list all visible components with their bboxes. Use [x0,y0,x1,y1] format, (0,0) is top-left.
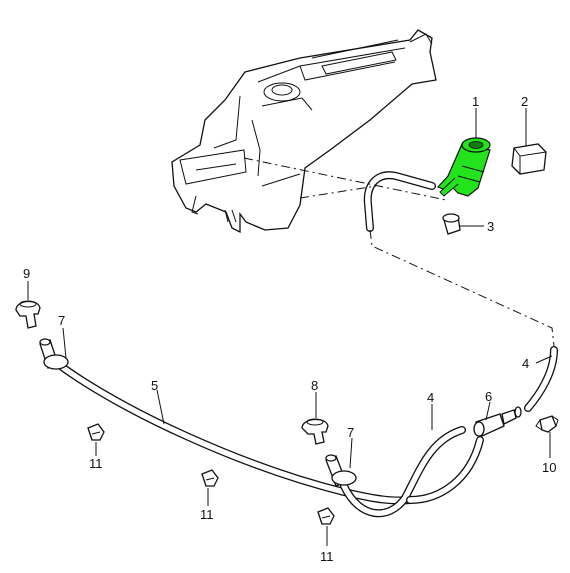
hose-upper [363,171,558,412]
callout-6: 6 [485,389,492,404]
reservoir-cap [511,143,547,175]
nozzle-8 [301,418,329,445]
clip-11-b [201,469,219,487]
callout-11-a: 11 [89,456,103,471]
callout-4-top: 4 [522,356,529,371]
hose-lower [340,426,484,518]
clip-11-c [317,507,335,525]
callout-4-lower: 4 [427,390,434,405]
callout-11-c: 11 [320,549,334,564]
callout-2: 2 [521,94,528,109]
callout-9: 9 [23,266,30,281]
callout-8: 8 [311,378,318,393]
callout-1: 1 [472,94,479,109]
hose-main [54,360,414,505]
washer-pump [436,137,491,197]
clip-11-a [87,423,105,441]
leader-lines [27,108,553,546]
nozzle-pipe-right [325,454,357,487]
callout-5: 5 [151,378,158,393]
connection-lines [243,157,555,347]
callout-10: 10 [542,460,556,475]
callout-11-b: 11 [200,507,214,522]
nozzle-pipe-left [39,338,69,370]
washer-reservoir [171,29,437,234]
pump-grommet [442,213,461,235]
check-valve [473,406,522,437]
callout-7-right: 7 [347,425,354,440]
callout-3: 3 [487,219,494,234]
callout-7-left: 7 [58,313,65,328]
clip-10 [535,415,559,433]
nozzle-9 [15,300,41,329]
